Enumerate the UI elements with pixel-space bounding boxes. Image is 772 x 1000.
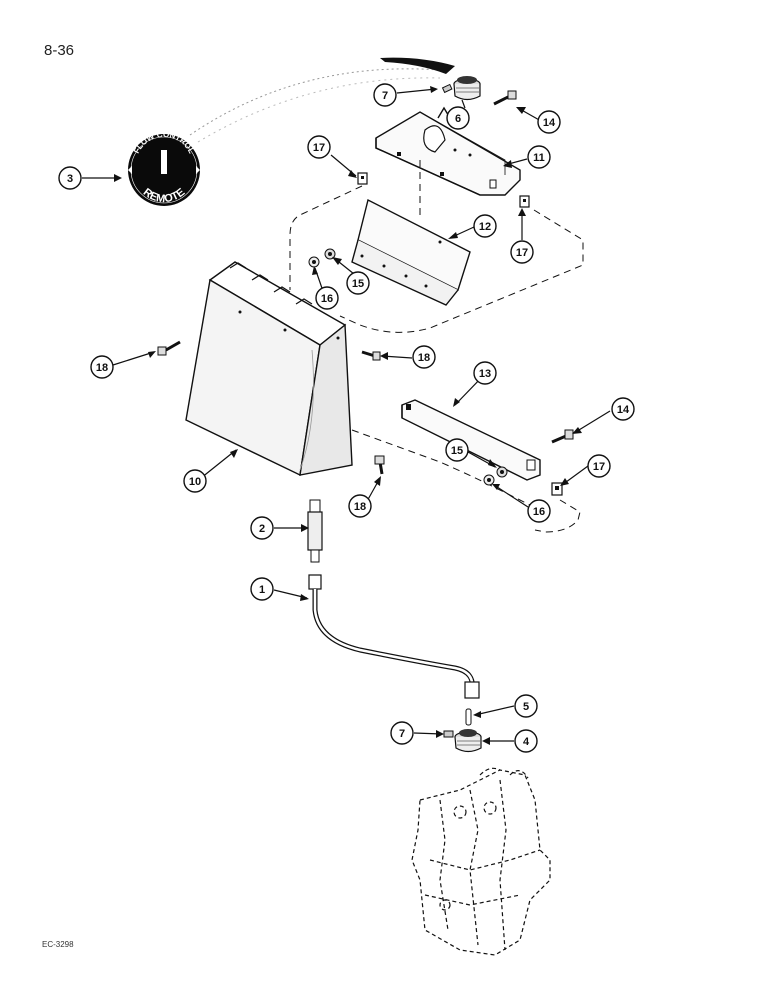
- clip-17-upper-right: [519, 195, 530, 208]
- svg-text:5: 5: [523, 701, 529, 713]
- flow-control-dial: FLOW CONTROL REMOTE: [128, 130, 200, 206]
- callouts: 3 7 6 14 11 17 12 17 15 16 18 18 13 14 1…: [58, 83, 635, 753]
- upper-knob: [453, 76, 481, 101]
- callout-18-right: 18: [412, 345, 436, 369]
- dashed-assembly-upper: [289, 160, 584, 333]
- callout-17-lower: 17: [587, 454, 611, 478]
- svg-text:10: 10: [189, 476, 201, 488]
- svg-text:11: 11: [533, 152, 545, 164]
- console-cover: [185, 261, 353, 477]
- svg-text:2: 2: [259, 523, 265, 535]
- callout-6: 6: [446, 106, 470, 130]
- svg-text:14: 14: [617, 404, 630, 416]
- dial-bottom-label: REMOTE: [141, 186, 187, 205]
- svg-text:18: 18: [96, 362, 108, 374]
- callout-13: 13: [473, 361, 497, 385]
- nut-15-lower: [496, 466, 508, 478]
- angle-bracket: [351, 198, 471, 306]
- callout-11: 11: [527, 145, 551, 169]
- svg-text:14: 14: [543, 117, 556, 129]
- lower-bracket: [401, 399, 541, 481]
- callout-15-lower: 15: [445, 438, 469, 462]
- svg-text:18: 18: [354, 501, 366, 513]
- pin: [465, 708, 472, 726]
- callout-5: 5: [514, 694, 538, 718]
- svg-text:7: 7: [399, 728, 405, 740]
- callout-17-upper-right: 17: [510, 240, 534, 264]
- bolt-14-lower: [551, 429, 574, 444]
- screw-18-bottom: [374, 455, 385, 475]
- svg-text:7: 7: [382, 90, 388, 102]
- callout-14-upper: 14: [537, 110, 561, 134]
- lower-set-screw: [443, 730, 454, 738]
- callout-14-lower: 14: [611, 397, 635, 421]
- svg-text:17: 17: [593, 461, 605, 473]
- svg-text:16: 16: [321, 293, 333, 305]
- svg-text:13: 13: [479, 368, 491, 380]
- callout-3: 3: [58, 166, 82, 190]
- callout-10: 10: [183, 469, 207, 493]
- callout-18-bottom: 18: [348, 494, 372, 518]
- svg-text:15: 15: [352, 278, 364, 290]
- hydraulic-valve: [411, 767, 551, 956]
- callout-4: 4: [514, 729, 538, 753]
- svg-text:12: 12: [479, 221, 491, 233]
- svg-text:16: 16: [533, 506, 545, 518]
- callout-16-upper: 16: [315, 286, 339, 310]
- svg-text:18: 18: [418, 352, 430, 364]
- callout-18-left: 18: [90, 355, 114, 379]
- svg-text:17: 17: [516, 247, 528, 259]
- svg-text:4: 4: [523, 736, 530, 748]
- leader-arrowheads: [114, 86, 582, 745]
- screw-18-right: [361, 350, 381, 361]
- callout-12: 12: [473, 214, 497, 238]
- nut-15-upper: [324, 248, 336, 260]
- callout-7-upper: 7: [373, 83, 397, 107]
- lower-knob: [454, 729, 482, 753]
- leader-lines: [82, 88, 611, 742]
- callout-17-upper-left: 17: [307, 135, 331, 159]
- nut-16-upper: [308, 256, 320, 268]
- coupler: [307, 499, 323, 563]
- svg-text:REMOTE: REMOTE: [141, 186, 187, 205]
- svg-text:17: 17: [313, 142, 325, 154]
- svg-text:3: 3: [67, 173, 73, 185]
- drawing-code: EC-3298: [42, 940, 74, 949]
- clip-17-upper-left: [357, 172, 368, 185]
- callout-7-lower: 7: [390, 721, 414, 745]
- flexible-shaft: [308, 574, 480, 699]
- dashed-assembly-lower: [351, 429, 581, 533]
- nut-16-lower: [483, 474, 495, 486]
- callout-2: 2: [250, 516, 274, 540]
- page-number: 8-36: [44, 42, 75, 59]
- upper-bolt: [493, 90, 517, 106]
- callout-15-upper: 15: [346, 271, 370, 295]
- svg-text:1: 1: [259, 584, 265, 596]
- svg-text:15: 15: [451, 445, 463, 457]
- upper-set-screw: [441, 83, 453, 94]
- svg-text:6: 6: [455, 113, 461, 125]
- clip-17-lower: [551, 482, 563, 496]
- screw-18-left: [157, 340, 181, 356]
- callout-1: 1: [250, 577, 274, 601]
- upper-bracket: [375, 106, 521, 196]
- callout-16-lower: 16: [527, 499, 551, 523]
- swoosh-arrow: [189, 57, 455, 143]
